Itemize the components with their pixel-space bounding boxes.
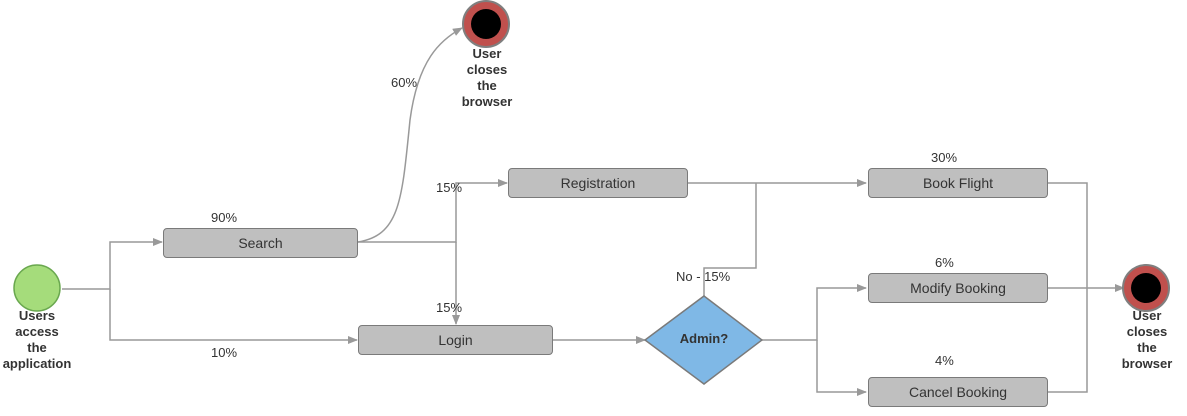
start-label-line: the xyxy=(27,340,47,355)
admin-decision-label: Admin? xyxy=(679,331,729,346)
end-node-right-inner xyxy=(1131,273,1161,303)
edge-book-to-close xyxy=(1048,182,1088,288)
end-top-label-line: the xyxy=(477,78,497,93)
edge-label-search-to-close: 60% xyxy=(391,75,418,90)
edge-label-to-modify-booking: 6% xyxy=(935,255,954,270)
edge-search-to-close xyxy=(357,27,463,243)
end-node-right-label: User closes the browser xyxy=(1102,308,1187,372)
start-node xyxy=(13,264,61,312)
registration-box: Registration xyxy=(508,168,688,198)
edge-label-to-login: 10% xyxy=(211,345,238,360)
admin-decision xyxy=(643,295,764,385)
end-top-label-line: browser xyxy=(461,94,513,109)
edge-start-to-search xyxy=(62,238,163,290)
search-box-label: Search xyxy=(238,235,283,251)
end-right-label-line: closes xyxy=(1126,324,1168,339)
edge-admin-to-modify xyxy=(762,284,867,341)
book-flight-box-label: Book Flight xyxy=(922,175,994,191)
start-label-line: access xyxy=(15,324,59,339)
end-right-label-line: browser xyxy=(1121,356,1173,371)
edge-start-to-login xyxy=(109,289,358,344)
book-flight-box: Book Flight xyxy=(868,168,1048,198)
edge-search-to-registration xyxy=(358,179,508,243)
edge-label-admin-no: No - 15% xyxy=(676,269,731,284)
end-node-top-label: User closes the browser xyxy=(442,46,532,110)
edge-label-to-cancel-booking: 4% xyxy=(935,353,954,368)
end-right-label-line: the xyxy=(1137,340,1157,355)
cancel-booking-box-label: Cancel Booking xyxy=(908,384,1008,400)
start-node-label: Users access the application xyxy=(0,308,82,372)
edge-label-to-search: 90% xyxy=(211,210,238,225)
edge-admin-to-cancel xyxy=(816,340,867,396)
cancel-booking-box: Cancel Booking xyxy=(868,377,1048,407)
end-node-top-inner xyxy=(471,9,501,39)
end-top-label-line: closes xyxy=(466,62,508,77)
registration-box-label: Registration xyxy=(560,175,636,191)
edge-label-to-book-flight: 30% xyxy=(931,150,958,165)
modify-booking-box: Modify Booking xyxy=(868,273,1048,303)
search-box: Search xyxy=(163,228,358,258)
end-right-label-line: User xyxy=(1132,308,1162,323)
modify-booking-box-label: Modify Booking xyxy=(910,280,1006,296)
edge-label-search-to-registration: 15% xyxy=(436,180,463,195)
edge-label-search-to-login: 15% xyxy=(436,300,463,315)
start-label-line: application xyxy=(2,356,72,371)
login-box: Login xyxy=(358,325,553,355)
edge-admin-no xyxy=(703,183,757,296)
login-box-label: Login xyxy=(438,332,473,348)
edge-cancel-to-close xyxy=(1048,288,1088,393)
end-top-label-line: User xyxy=(472,46,502,61)
start-label-line: Users xyxy=(18,308,56,323)
